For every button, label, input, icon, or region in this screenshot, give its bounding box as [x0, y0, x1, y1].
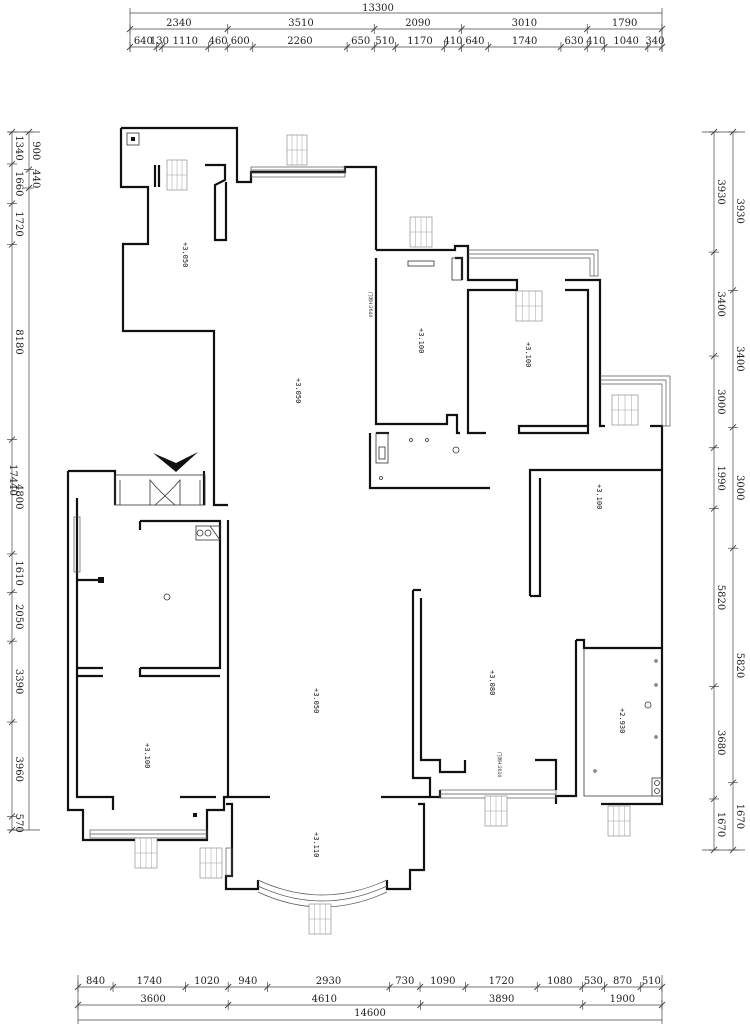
- dim-label: 1670: [734, 804, 745, 829]
- level-label: +3.110: [312, 832, 320, 857]
- dim-label: 2050: [13, 604, 24, 629]
- window-spec-tag: [134, 837, 158, 869]
- level-label: +3.100: [143, 743, 151, 768]
- dim-label: 4610: [312, 994, 337, 1005]
- dim-label: 1670: [715, 812, 726, 837]
- dim-label: 2260: [287, 36, 312, 47]
- dim-label: 1020: [194, 976, 219, 987]
- dim-label: 460: [209, 36, 228, 47]
- door-height-note: 门洞H:2640: [367, 292, 374, 317]
- dim-label: 5820: [734, 653, 745, 678]
- window-spec-tag: [308, 903, 332, 935]
- dim-label: 510: [375, 36, 394, 47]
- bottom-total-dim: 14600: [354, 1008, 386, 1019]
- dim-label: 3930: [715, 179, 726, 204]
- window-spec-tag: [484, 795, 508, 827]
- dim-label: 3510: [288, 18, 313, 29]
- dim-label: 8180: [13, 329, 24, 354]
- dim-label: 5820: [715, 585, 726, 610]
- dim-label: 3400: [734, 346, 745, 371]
- dim-label: 870: [613, 976, 632, 987]
- dim-label: 410: [443, 36, 462, 47]
- level-label: +3.050: [181, 242, 189, 267]
- top-total-dim: 13300: [362, 3, 394, 14]
- dim-label: 3390: [13, 669, 24, 694]
- entry-door: [114, 474, 206, 506]
- dim-label: 1040: [613, 36, 638, 47]
- dim-label: 840: [86, 976, 105, 987]
- left-dimensions: 900 440 1340 1660 1720 8180 4800 1610 2050 3390 39…: [7, 128, 41, 834]
- dim-label: 730: [395, 976, 414, 987]
- right-dimensions: 3930 3400 3000 1990 5820 3680 1670 3930 3400 3000…: [702, 128, 745, 854]
- dim-label: 1090: [430, 976, 455, 987]
- dim-label: 1610: [13, 560, 24, 585]
- level-label: +3.050: [294, 378, 302, 403]
- dim-label: 2090: [405, 18, 430, 29]
- dim-label: 1790: [612, 18, 637, 29]
- dim-label: 3680: [715, 730, 726, 755]
- dim-label: 3400: [715, 291, 726, 316]
- door-notes: 门洞H:2640 门洞H:2610: [367, 292, 503, 777]
- dim-label: 1990: [715, 465, 726, 490]
- dim-label: 650: [351, 36, 370, 47]
- dim-label: 1720: [13, 211, 24, 236]
- dim-label: 640: [465, 36, 484, 47]
- dim-label: 1900: [610, 994, 635, 1005]
- window-spec-tag: [607, 805, 631, 837]
- level-label: +3.100: [417, 328, 425, 353]
- dim-label: 1720: [489, 976, 514, 987]
- window-spec-tag: [166, 159, 188, 191]
- dim-label: 130: [150, 36, 169, 47]
- windows: [73, 166, 671, 908]
- door-height-note: 门洞H:2610: [496, 752, 503, 777]
- level-label: +3.100: [524, 342, 532, 367]
- bottom-dimensions: 840 1740 1020 940 2930 730 1090 1720 1080 530 870 5…: [74, 975, 666, 1024]
- dim-label: 340: [645, 36, 664, 47]
- dim-label: 1740: [137, 976, 162, 987]
- dim-label: 4800: [13, 484, 24, 509]
- level-label: +2.930: [618, 708, 626, 733]
- window-spec-tags: [134, 134, 639, 935]
- fixtures: [98, 132, 663, 817]
- walls: [66, 126, 664, 891]
- dim-label: 2340: [166, 18, 191, 29]
- dim-label: 440: [30, 169, 41, 188]
- dim-label: 900: [30, 141, 41, 160]
- entrance-arrow-icon: [153, 452, 198, 472]
- dim-label: 570: [13, 814, 24, 833]
- dim-label: 640: [134, 36, 153, 47]
- dim-label: 1080: [547, 976, 572, 987]
- level-label: +3.100: [595, 484, 603, 509]
- dim-label: 3930: [734, 198, 745, 223]
- window-spec-tag: [199, 847, 223, 879]
- dim-label: 3010: [512, 18, 537, 29]
- dim-label: 530: [584, 976, 603, 987]
- level-label: +3.050: [312, 688, 320, 713]
- dim-label: 3000: [734, 475, 745, 500]
- dim-label: 1170: [407, 36, 432, 47]
- window-spec-tag: [611, 394, 639, 426]
- level-label: +3.080: [488, 670, 496, 695]
- dim-label: 1340: [13, 135, 24, 160]
- dim-label: 940: [238, 976, 257, 987]
- dim-label: 410: [586, 36, 605, 47]
- dim-label: 3960: [13, 756, 24, 781]
- window-spec-tag: [515, 290, 543, 322]
- dim-label: 3890: [489, 994, 514, 1005]
- window-spec-tag: [286, 134, 308, 166]
- window-spec-tag: [409, 216, 433, 248]
- elevation-labels: +3.050 +3.050 +3.100 +3.100 +3.100 +3.08…: [143, 242, 626, 857]
- dim-label: 3600: [140, 994, 165, 1005]
- dim-label: 2930: [316, 976, 341, 987]
- dim-label: 510: [642, 976, 661, 987]
- dim-label: 3000: [715, 389, 726, 414]
- dim-label: 600: [231, 36, 250, 47]
- dim-label: 1740: [512, 36, 537, 47]
- left-total-dim: 17440: [7, 464, 18, 496]
- dim-label: 1660: [13, 171, 24, 196]
- dim-label: 1110: [173, 36, 198, 47]
- dim-label: 630: [565, 36, 584, 47]
